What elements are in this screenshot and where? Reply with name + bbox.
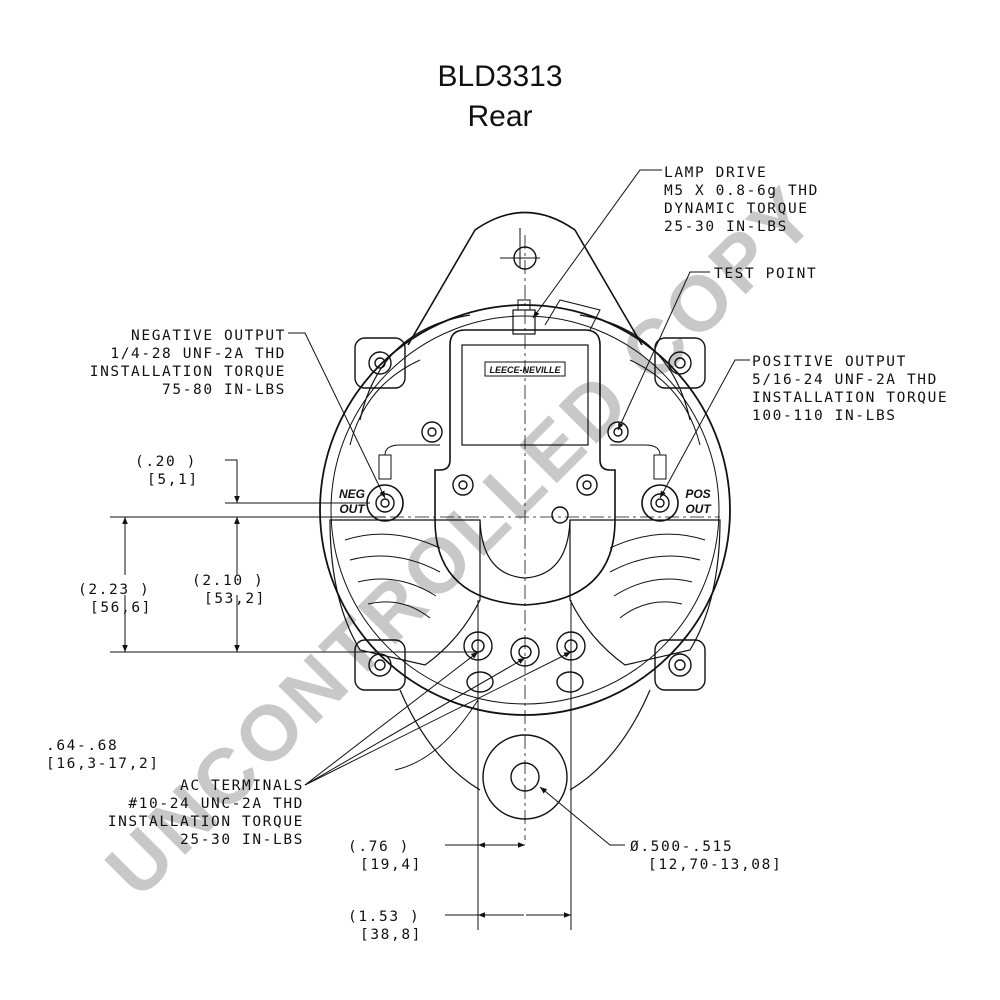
dim-064-in: .64-.68 (46, 738, 118, 754)
dim-210-mm: [53,2] (204, 591, 266, 607)
test-point-label: TEST POINT (714, 266, 817, 282)
dim-153-mm: [38,8] (360, 927, 422, 943)
pos-out-label: OUT (685, 502, 712, 516)
positive-output-line1: POSITIVE OUTPUT (752, 354, 907, 370)
leader-lines (288, 169, 750, 846)
positive-output-line2: 5/16-24 UNF-2A THD (752, 372, 938, 388)
lamp-drive-line3: DYNAMIC TORQUE (664, 201, 809, 217)
dim-223-mm: [56,6] (90, 600, 152, 616)
dim-diameter-mm: [12,70-13,08] (648, 857, 782, 873)
neg-out-label: OUT (339, 502, 366, 516)
dim-020-mm: [5,1] (147, 472, 199, 488)
ac-terminals-line1: AC TERMINALS (180, 778, 304, 794)
brand-plate: LEECE-NEVILLE (489, 365, 561, 375)
dimension-lines (110, 459, 572, 930)
lamp-drive-line2: M5 X 0.8-6g THD (664, 183, 819, 199)
view-title: Rear (467, 100, 533, 133)
neg-label: NEG (339, 487, 365, 501)
lamp-drive-line1: LAMP DRIVE (664, 165, 767, 181)
lamp-drive-line4: 25-30 IN-LBS (664, 219, 788, 235)
dim-064-mm: [16,3-17,2] (46, 756, 160, 772)
positive-output-line4: 100-110 IN-LBS (752, 408, 897, 424)
dim-223-in: (2.23 ) (78, 582, 150, 598)
positive-output-line3: INSTALLATION TORQUE (752, 390, 948, 406)
dim-210-in: (2.10 ) (192, 573, 264, 589)
ac-terminals-line2: #10-24 UNC-2A THD (128, 796, 304, 812)
negative-output-line3: INSTALLATION TORQUE (90, 364, 286, 380)
model-title: BLD3313 (437, 60, 563, 93)
ac-terminals-line4: 25-30 IN-LBS (180, 832, 304, 848)
dim-153-in: (1.53 ) (348, 909, 420, 925)
negative-output-line2: 1/4-28 UNF-2A THD (110, 346, 286, 362)
dim-076-mm: [19,4] (360, 857, 422, 873)
dim-020-in: (.20 ) (135, 454, 197, 470)
dim-076-in: (.76 ) (348, 839, 410, 855)
negative-output-line1: NEGATIVE OUTPUT (131, 328, 286, 344)
pos-label: POS (685, 487, 710, 501)
ac-terminals-line3: INSTALLATION TORQUE (108, 814, 304, 830)
negative-output-line4: 75-80 IN-LBS (162, 382, 286, 398)
dim-diameter-in: Ø.500-.515 (630, 839, 733, 855)
